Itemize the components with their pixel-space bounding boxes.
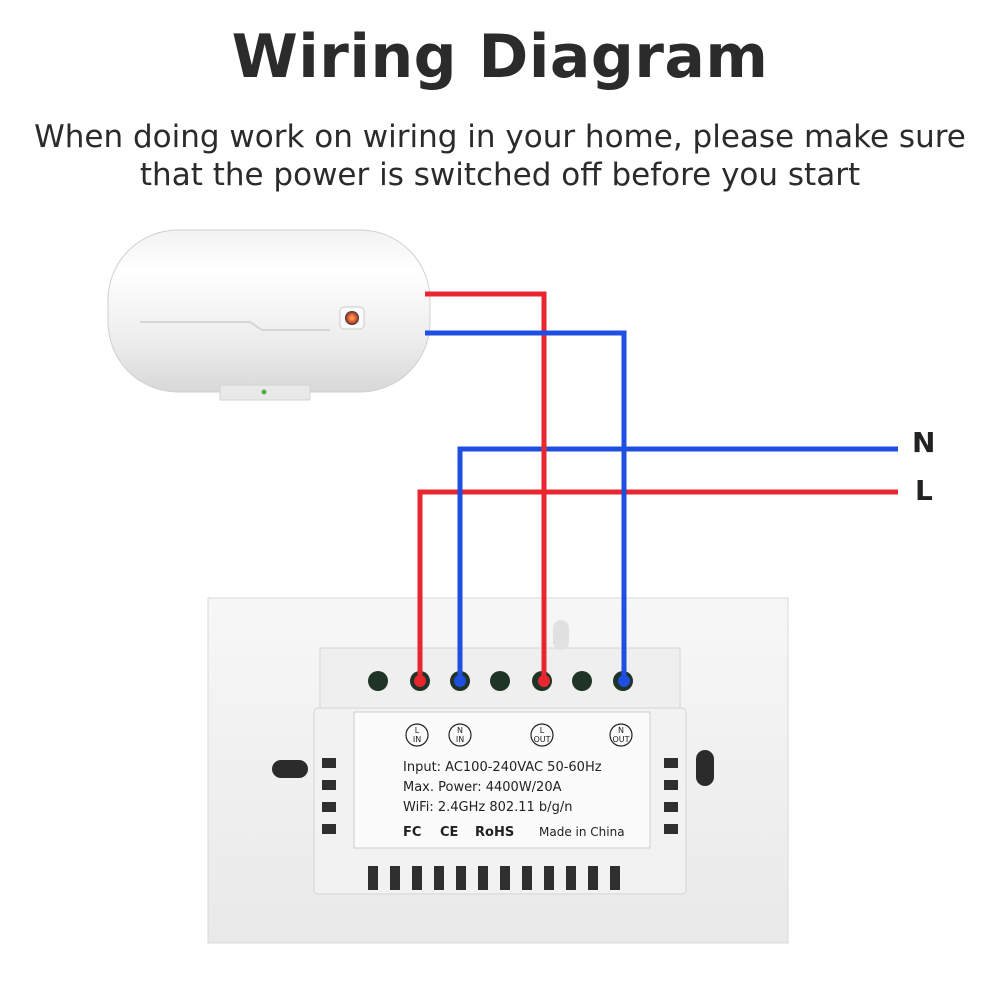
- rohs-mark: RoHS: [475, 825, 514, 840]
- mains-live-wire: [417, 489, 898, 681]
- terminal-n-out-top: N: [618, 726, 624, 735]
- terminal-l-out-bottom: OUT: [533, 735, 550, 744]
- terminal-l-out-marking: L OUT: [530, 723, 554, 747]
- terminal-l-in-top: L: [415, 726, 420, 735]
- ce-mark-icon: CE: [440, 825, 458, 840]
- safety-warning: When doing work on wiring in your home, …: [0, 118, 1000, 194]
- smart-switch: L IN N IN L OUT N OUT Input: AC100-240VA…: [207, 597, 789, 944]
- terminal-markings: L IN N IN L OUT N OUT: [405, 723, 633, 747]
- side-vents: [322, 758, 678, 834]
- terminal-l-out-top: L: [540, 726, 545, 735]
- safety-warning-line-1: When doing work on wiring in your home, …: [34, 119, 966, 155]
- spec-input: Input: AC100-240VAC 50-60Hz: [403, 760, 602, 775]
- neutral-line-label: N: [912, 426, 936, 459]
- terminal-l-in-marking: L IN: [405, 723, 429, 747]
- spec-max-power: Max. Power: 4400W/20A: [403, 780, 562, 795]
- made-in-label: Made in China: [539, 825, 625, 839]
- wires: [417, 291, 898, 681]
- terminal-n-in-marking: N IN: [448, 723, 472, 747]
- mains-neutral-wire: [457, 446, 898, 681]
- thermostat-dial-icon: [345, 311, 359, 325]
- terminal-n-in-bottom: IN: [456, 735, 464, 744]
- page-title: Wiring Diagram: [231, 22, 769, 92]
- safety-warning-line-2: that the power is switched off before yo…: [139, 157, 861, 193]
- terminal-n-out-bottom: OUT: [612, 735, 629, 744]
- bottom-vents: [368, 866, 620, 890]
- mounting-slot-right: [696, 750, 714, 786]
- terminal-n-in-top: N: [457, 726, 463, 735]
- terminal-n-out-marking: N OUT: [609, 723, 633, 747]
- heater-live-wire: [425, 291, 547, 681]
- wire-crossings: [541, 440, 627, 500]
- spec-wifi: WiFi: 2.4GHz 802.11 b/g/n: [403, 800, 572, 815]
- heater-neutral-wire: [425, 330, 627, 681]
- terminal-l-in-bottom: IN: [413, 735, 421, 744]
- water-heater: [107, 229, 431, 401]
- mounting-slot-left: [272, 760, 308, 778]
- wire-ends: [414, 675, 630, 687]
- fcc-mark-icon: FC: [403, 825, 421, 840]
- live-line-label: L: [915, 474, 933, 507]
